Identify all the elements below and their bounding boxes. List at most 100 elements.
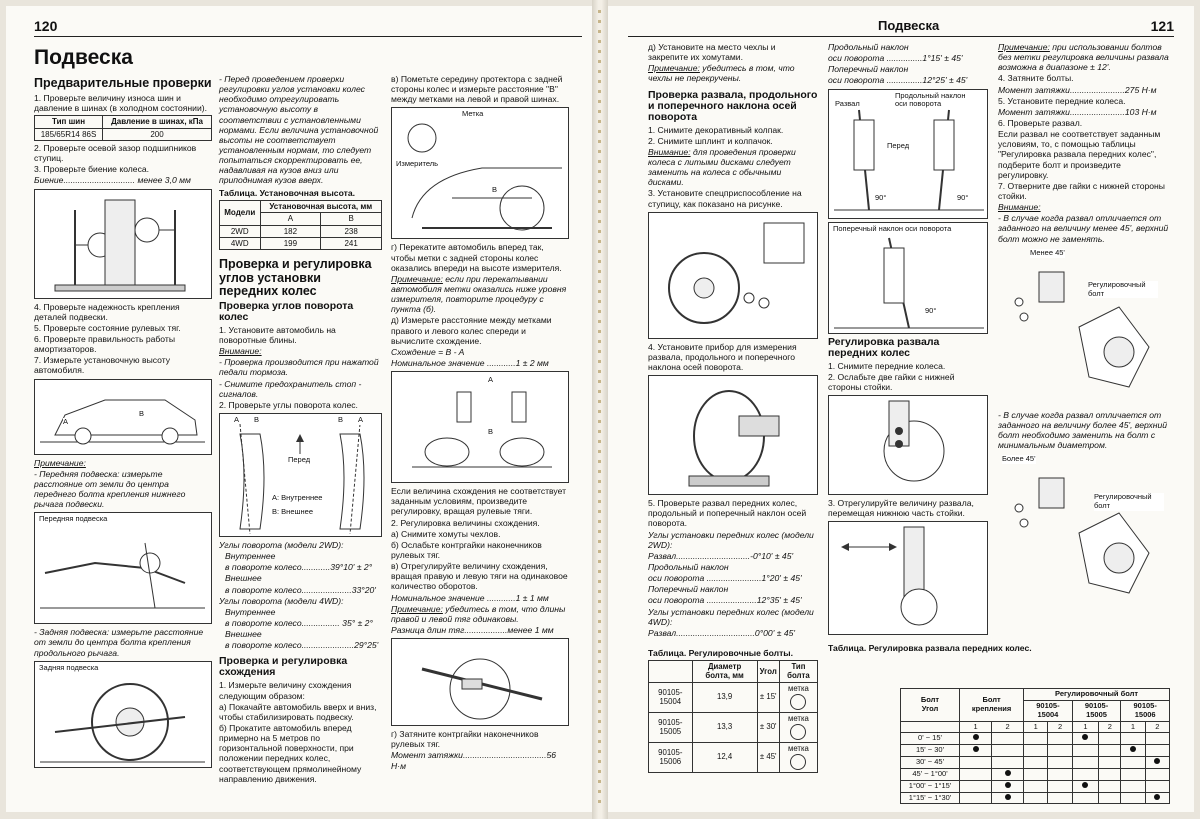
- bolt-table: Диаметр болта, мм Угол Тип болта 90105-1…: [648, 660, 819, 773]
- text: д) Измерьте расстояние между метками пра…: [391, 315, 552, 346]
- fig-label: Передняя подвеска: [39, 514, 108, 525]
- figure-strut-move: [828, 521, 988, 636]
- fig-label: A: [488, 375, 494, 385]
- fig-label: 90°: [925, 305, 937, 316]
- heading-toe: Проверка и регулировка схождения: [219, 655, 348, 679]
- table-row: 30' ~ 45': [900, 756, 1171, 769]
- fig-label: 90°: [875, 192, 887, 203]
- td: 241: [320, 236, 382, 251]
- page-title: Подвеска: [34, 46, 133, 69]
- th: Модели: [219, 199, 261, 226]
- figure-knuckle-lt45: Менее 45' Регулировочный болт: [998, 247, 1170, 407]
- text: в) Пометьте середину протектора с задней…: [391, 74, 563, 105]
- note-label: Примечание:: [391, 273, 443, 284]
- heading-camber-check: Проверка развала, продольного и поперечн…: [648, 88, 818, 123]
- text: а) Снимите хомуты чехлов.: [391, 528, 501, 539]
- left-col-2: - Перед проведением проверки регулировки…: [219, 74, 383, 785]
- td: [958, 744, 993, 758]
- table-row: 45' ~ 1°00': [900, 767, 1171, 781]
- text: Если величина схождения не соответствует…: [391, 486, 567, 517]
- text: Углы установки передних колес (модели 2W…: [648, 529, 814, 550]
- td-sub: 1: [958, 720, 993, 734]
- dot-icon: [1004, 793, 1011, 800]
- th: Болт: [920, 694, 940, 704]
- th: 90105-15004: [1023, 699, 1073, 722]
- fig-label: Развал: [835, 98, 860, 109]
- right-col-3: Примечание: при использовании болтов без…: [998, 42, 1170, 616]
- mark-label: метка: [787, 744, 809, 754]
- fig-label: A: [63, 416, 69, 427]
- note-text: при использовании болтов без метки регул…: [998, 42, 1169, 73]
- dot-icon: [1129, 746, 1136, 753]
- td: [1098, 779, 1122, 793]
- heading-preliminary: Предварительные проверки: [34, 75, 212, 90]
- text: 1. Снимите передние колеса.: [828, 360, 946, 371]
- dot-icon: [1154, 793, 1161, 800]
- fig-label: B: [488, 427, 494, 437]
- td: метка: [778, 681, 819, 713]
- td-sub: 1: [1071, 720, 1100, 734]
- note-label: Примечание:: [648, 63, 700, 74]
- td: [1071, 791, 1100, 805]
- text: Углы поворота (модели 4WD):: [219, 595, 344, 606]
- td: [1144, 767, 1171, 781]
- table-caption: Таблица. Регулировочные болты.: [648, 647, 794, 658]
- text: 2. Проверьте углы поворота колес.: [219, 399, 358, 410]
- fig-label: Задняя подвеска: [39, 662, 99, 673]
- td: [991, 756, 1025, 769]
- note-text: убедитесь в том, что чехлы не перекручен…: [648, 63, 795, 84]
- fig-label: Менее 45': [1030, 247, 1065, 258]
- th: 90105-15005: [1071, 699, 1122, 722]
- right-page: Подвеска 121 д) Установите на место чехл…: [608, 6, 1194, 812]
- text: 2. Регулировка величины схождения.: [391, 517, 540, 528]
- text: 5. Проверьте состояние рулевых тяг.: [34, 322, 181, 333]
- running-head: Подвеска: [878, 18, 940, 33]
- mark-label: метка: [787, 684, 809, 694]
- heading-turn: Проверка углов поворота колес: [219, 299, 354, 323]
- text: Продольный наклон: [648, 562, 729, 572]
- figure-toe: A B: [391, 371, 569, 484]
- td: [958, 732, 993, 746]
- td: метка: [778, 711, 819, 743]
- td: 13,3: [691, 711, 758, 743]
- figure-tie-rod: [391, 638, 569, 727]
- bolt-icon: [790, 693, 807, 710]
- attention-label: Внимание:: [219, 346, 262, 357]
- figure-kpi: Поперечный наклон оси поворота 90°: [828, 221, 988, 334]
- note-text: если при перекатывании автомобиля метки …: [391, 273, 567, 315]
- td: A: [259, 212, 322, 226]
- td: [1144, 756, 1171, 769]
- text: - В случае когда развал отличается от за…: [998, 409, 1168, 451]
- td: [1144, 732, 1171, 746]
- fig-label: Перед: [887, 140, 910, 151]
- td-angle: 1°00' ~ 1°15': [900, 779, 960, 793]
- spec: оси поворота .....................12°35'…: [648, 595, 802, 606]
- dot-icon: [1004, 769, 1011, 776]
- td: [1098, 744, 1122, 758]
- fig-label: A: [234, 414, 240, 425]
- text: 3. Проверьте биение колеса.: [34, 164, 150, 175]
- text: 2. Проверьте осевой зазор подшипников ст…: [34, 143, 197, 164]
- td: 90105-15005: [648, 711, 693, 743]
- th: 90105-15006: [1120, 699, 1170, 722]
- td: [1047, 779, 1073, 793]
- spec: в повороте колесо......................2…: [225, 640, 379, 651]
- table-row: 15' ~ 30': [900, 744, 1171, 758]
- td: 185/65R14 86S: [33, 127, 104, 142]
- note-label: Примечание:: [34, 457, 86, 468]
- td: [1023, 791, 1049, 805]
- td: ± 15': [756, 681, 780, 713]
- td-angle: 15' ~ 30': [900, 744, 960, 758]
- spec: Момент затяжки..........................…: [391, 750, 557, 771]
- text: Внутреннее: [225, 606, 276, 617]
- note-label: Примечание:: [998, 42, 1050, 52]
- dot-icon: [1004, 781, 1011, 788]
- text: - В случае когда развал отличается от за…: [998, 213, 1169, 244]
- td: [1144, 744, 1171, 758]
- note-text: - Передняя подвеска: измерьте расстояние…: [34, 468, 186, 510]
- right-header: Подвеска 121: [628, 18, 1174, 37]
